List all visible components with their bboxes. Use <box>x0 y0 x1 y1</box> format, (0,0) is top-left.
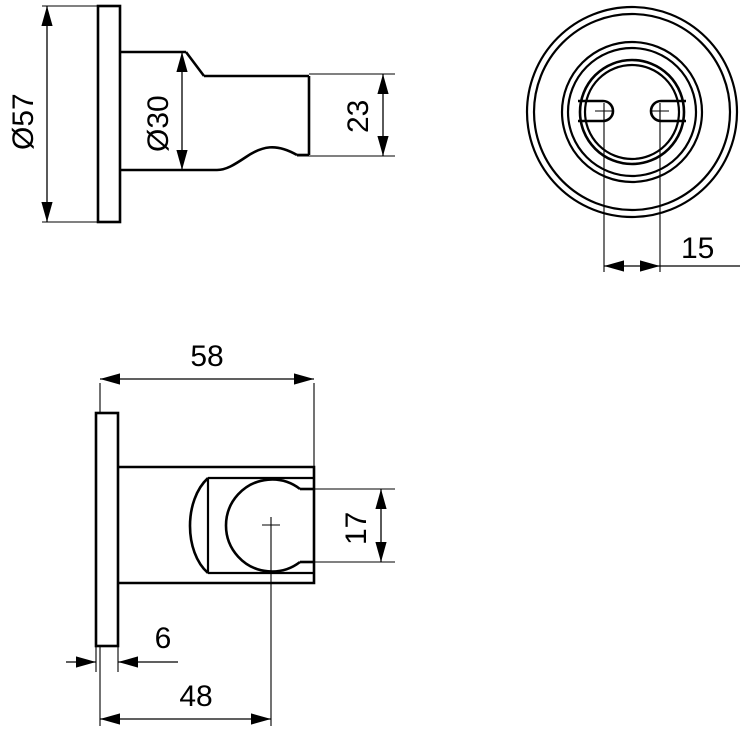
dimension-d17: 17 <box>314 488 395 563</box>
escutcheon-outer-circle-inner <box>532 12 732 212</box>
dimension-label-d58: 58 <box>190 340 223 373</box>
dimension-d30: Ø30 <box>142 52 188 170</box>
escutcheon-mid-circle-inner <box>566 46 698 178</box>
dimension-label-d15: 15 <box>681 232 714 265</box>
side-section-view: Ø57 Ø30 23 <box>7 4 395 224</box>
dimension-d57: Ø57 <box>7 5 98 223</box>
escutcheon-bore-circle-inner <box>583 63 681 161</box>
top-view: 58 17 6 48 <box>66 340 395 726</box>
holder-c-opening <box>224 478 301 573</box>
dimension-d48: 48 <box>99 534 272 726</box>
dimension-d23: 23 <box>297 73 395 157</box>
dimension-label-d57: Ø57 <box>7 93 40 150</box>
dimension-label-d6: 6 <box>155 622 172 655</box>
escutcheon-outer-circle <box>525 5 739 219</box>
front-view: 15 <box>525 5 740 272</box>
dimension-d15: 15 <box>603 112 740 272</box>
dimension-label-d23: 23 <box>342 100 375 133</box>
flange-plate-plan <box>94 411 120 648</box>
dimension-label-d30: Ø30 <box>142 95 175 152</box>
bracket-recess-bulge <box>188 477 209 574</box>
dimension-d58: 58 <box>99 340 315 467</box>
dimension-label-d48: 48 <box>179 680 212 713</box>
dimension-label-d17: 17 <box>340 512 373 545</box>
bracket-pocket-outline <box>206 476 314 575</box>
holder-center-crosshair <box>262 517 280 534</box>
bracket-body-profile <box>120 50 311 172</box>
flange-plate-profile <box>96 4 122 224</box>
dimension-d6: 6 <box>66 622 178 672</box>
escutcheon-bore-circle <box>578 58 686 166</box>
escutcheon-mid-circle <box>560 40 704 184</box>
bracket-body-plan-outline <box>118 465 316 585</box>
